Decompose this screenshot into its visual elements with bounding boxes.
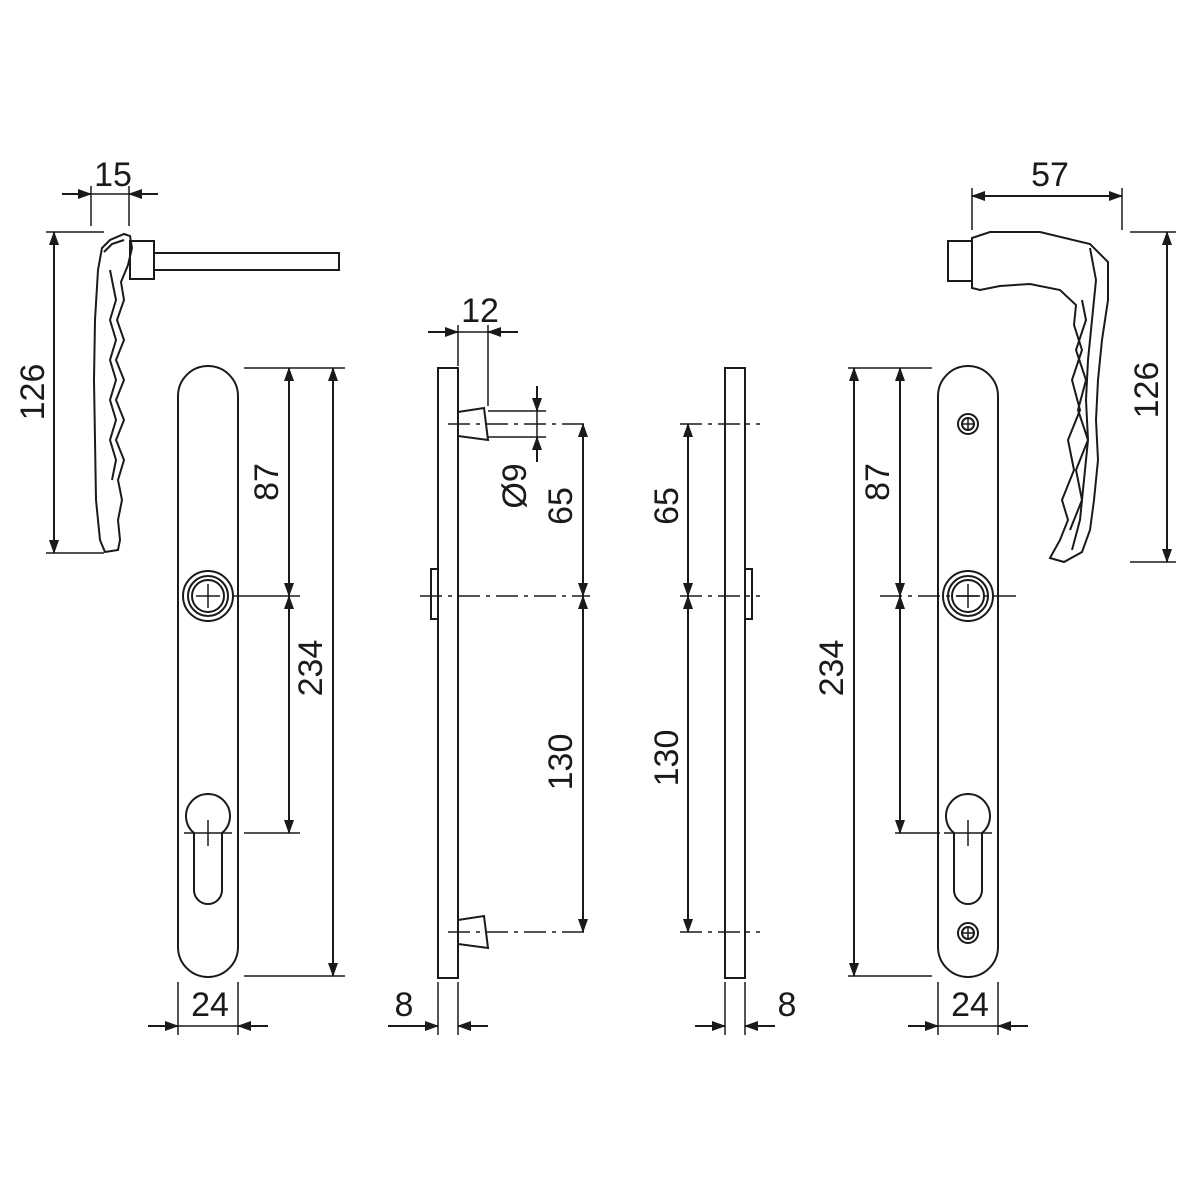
right-handle-side-view (947, 231, 1109, 564)
left-handle-rose (129, 240, 155, 280)
right-plate-side-view (680, 367, 760, 979)
lower-fixing-pin (457, 914, 490, 950)
dim-right-handle-height (1130, 231, 1176, 563)
label-right-side-130: 130 (648, 730, 686, 787)
label-left-handle-height: 126 (14, 364, 52, 421)
dim-left-plate-87-234 (234, 367, 345, 977)
dim-right-handle-projection (971, 188, 1123, 230)
right-plate-front-view (880, 365, 1020, 978)
label-left-plate-24: 24 (191, 986, 229, 1024)
upper-fixing-pin (457, 406, 490, 442)
right-handle-rose (947, 240, 973, 282)
upper-screw (957, 413, 979, 435)
label-left-side-8: 8 (395, 986, 414, 1024)
label-right-side-65: 65 (648, 487, 686, 525)
label-left-side-130: 130 (542, 734, 580, 791)
dim-right-plate-87-234 (848, 367, 940, 977)
left-plate-front-view (177, 365, 239, 978)
dim-left-handle-thickness (62, 186, 158, 226)
dim-side-spindle-offset (428, 325, 518, 406)
right-plate-cylinder-hole (945, 793, 991, 905)
left-plate-cylinder-hole (185, 793, 231, 905)
dim-left-handle-height (46, 231, 104, 554)
label-right-side-8: 8 (778, 986, 797, 1024)
label-right-handle-57: 57 (1031, 156, 1069, 194)
dim-pin-diameter (488, 386, 546, 462)
label-side-12: 12 (461, 292, 499, 330)
label-side-d9: Ø9 (496, 463, 534, 508)
lower-screw (957, 922, 979, 944)
dim-right-side-thickness (695, 982, 775, 1035)
left-handle-side-view (92, 232, 340, 554)
label-left-plate-234: 234 (292, 640, 330, 697)
dim-right-plate-width (908, 982, 1028, 1035)
label-right-plate-24: 24 (951, 986, 989, 1024)
label-left-plate-87: 87 (248, 463, 286, 501)
dim-left-side-thickness (388, 982, 488, 1035)
label-left-handle-thickness: 15 (94, 156, 132, 194)
dimension-labels: 15 126 87 234 24 12 Ø9 65 130 8 65 130 8… (14, 156, 1166, 1024)
label-left-side-65: 65 (542, 487, 580, 525)
left-handle-spindle (153, 252, 340, 271)
label-right-plate-87: 87 (859, 463, 897, 501)
dim-left-plate-width (148, 982, 268, 1035)
label-right-handle-126: 126 (1128, 362, 1166, 419)
left-plate-side-view (420, 367, 590, 979)
label-right-plate-234: 234 (813, 640, 851, 697)
